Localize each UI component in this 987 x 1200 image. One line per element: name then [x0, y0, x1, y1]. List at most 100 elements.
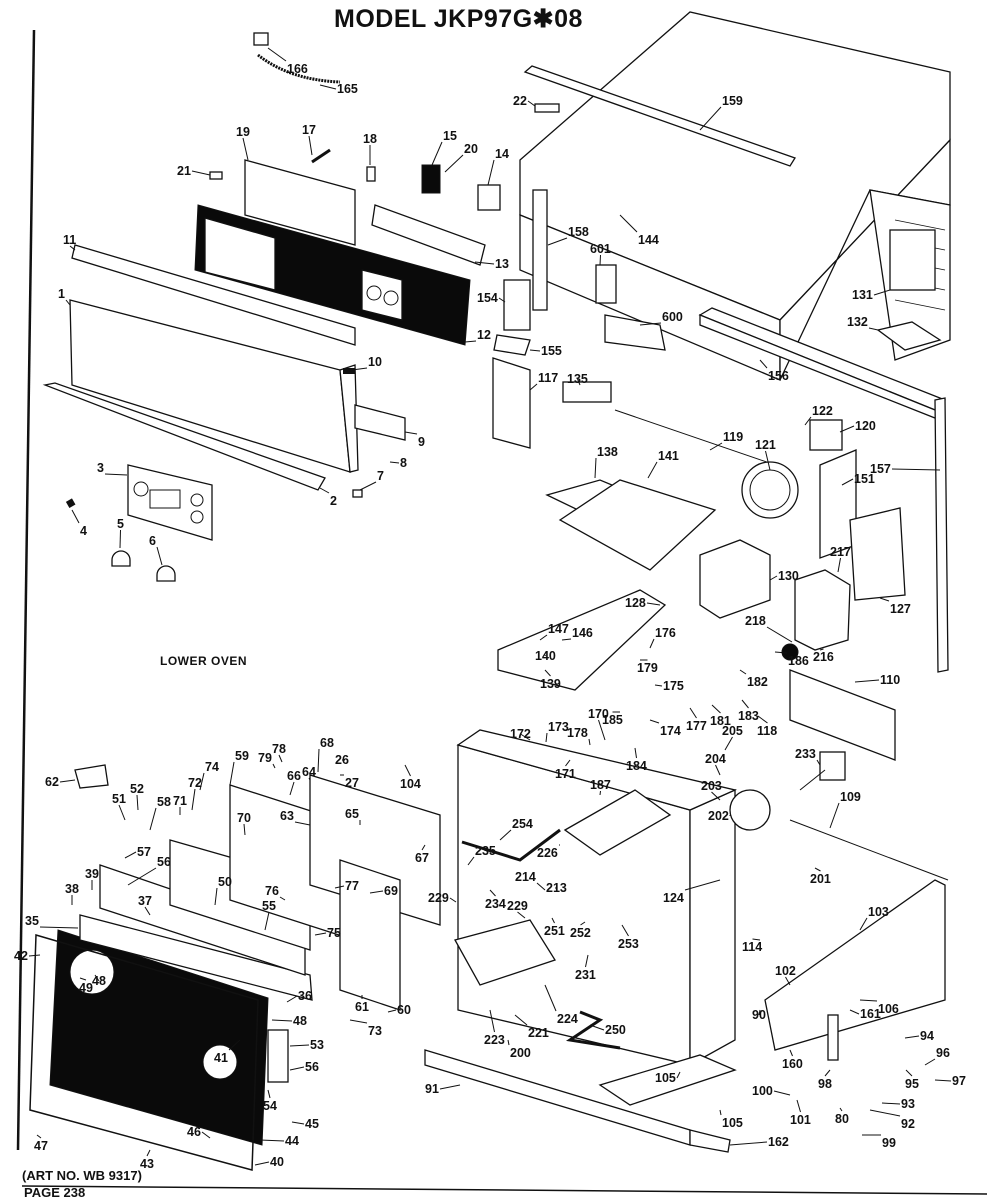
callout-leader-11: [69, 245, 76, 251]
callout-leader-103: [859, 917, 868, 931]
part-22: [534, 103, 560, 113]
callout-leader-75: [314, 932, 327, 936]
part-callout-128: 128: [625, 596, 646, 610]
callout-leader-233: [816, 759, 821, 766]
callout-leader-229: [449, 897, 457, 903]
part-callout-15: 15: [443, 129, 457, 143]
part-callout-37: 37: [138, 894, 152, 908]
callout-leader-67: [421, 844, 426, 851]
callout-leader-178: [588, 738, 591, 746]
control-panel-glass-12: [194, 204, 471, 346]
part-callout-91: 91: [425, 1082, 439, 1096]
part-callout-119: 119: [723, 430, 743, 444]
callout-leader-66: [289, 781, 295, 796]
part-callout-205: 205: [722, 724, 743, 738]
part-callout-53: 53: [310, 1038, 324, 1052]
fan-cover-202: [729, 789, 771, 831]
callout-leader-166: [267, 47, 287, 62]
part-callout-20: 20: [464, 142, 478, 156]
callout-leader-104: [404, 764, 411, 777]
callout-leader-109: [829, 802, 840, 829]
knob-6: [156, 565, 176, 582]
part-callout-110: 110: [880, 673, 900, 687]
callout-leader-77: [334, 885, 345, 889]
part-callout-165: 165: [337, 82, 358, 96]
callout-leader-63: [294, 821, 311, 826]
hinge-bracket-73: [339, 859, 401, 1011]
model-title: MODEL JKP97G✱08: [334, 5, 583, 33]
vent-131: [889, 229, 936, 291]
callout-leader-5: [119, 529, 121, 549]
callout-leader-45: [291, 1121, 305, 1125]
callout-leader-1: [65, 299, 71, 306]
callout-leader-223: [489, 1009, 495, 1033]
callout-leader-121: [765, 450, 771, 471]
callout-leader-177: [689, 707, 697, 719]
part-callout-98: 98: [818, 1077, 832, 1091]
part-callout-118: 118: [757, 724, 777, 738]
callout-leader-162: [729, 1141, 768, 1146]
part-callout-92: 92: [901, 1117, 915, 1131]
part-callout-202: 202: [708, 809, 729, 823]
part-callout-120: 120: [855, 419, 876, 433]
part-callout-36: 36: [298, 989, 312, 1003]
part-callout-217: 217: [830, 545, 851, 559]
part-callout-63: 63: [280, 809, 294, 823]
harness-165: [257, 53, 341, 84]
callout-leader-48: [94, 974, 100, 982]
part-callout-47: 47: [34, 1139, 48, 1153]
part-callout-56: 56: [305, 1060, 319, 1074]
callout-leader-158: [547, 237, 568, 246]
knob-5: [111, 550, 131, 567]
block-14: [477, 184, 501, 211]
part-callout-131: 131: [852, 288, 873, 302]
trim-strip-11: [71, 244, 356, 346]
callout-leader-200: [507, 1039, 510, 1046]
callout-leader-60: [387, 1009, 397, 1013]
part-callout-11: 11: [63, 233, 76, 247]
part-callout-185: 185: [602, 713, 623, 727]
part-callout-73: 73: [368, 1024, 382, 1038]
bracket-158: [532, 189, 548, 311]
callout-leader-127: [879, 597, 890, 602]
callout-leader-41: [228, 1039, 241, 1051]
callout-leader-7: [359, 481, 377, 491]
callout-leader-117: [529, 383, 538, 391]
callout-leader-92: [869, 1109, 901, 1117]
part-callout-54: 54: [263, 1099, 277, 1113]
part-callout-127: 127: [890, 602, 911, 616]
part-callout-157: 157: [870, 462, 891, 476]
part-callout-93: 93: [901, 1097, 915, 1111]
callout-leader-124: [684, 879, 721, 891]
callout-leader-52: [136, 794, 139, 811]
callout-leader-6: [156, 546, 163, 566]
callout-leader-128: [646, 602, 661, 606]
callout-leader-68: [317, 748, 320, 773]
callout-leader-22: [527, 100, 536, 107]
callout-leader-106: [859, 999, 878, 1002]
pan-140: [497, 589, 667, 691]
callout-leader-69: [369, 890, 384, 894]
panel-bracket-13: [371, 204, 486, 266]
part-callout-174: 174: [660, 724, 681, 738]
part-callout-50: 50: [218, 875, 232, 889]
panel-frame-19: [244, 159, 356, 246]
handle-cap-62: [74, 764, 109, 789]
part-callout-138: 138: [597, 445, 618, 459]
part-callout-43: 43: [140, 1157, 154, 1171]
door-handle-35: [79, 914, 313, 1001]
callout-leader-114: [752, 938, 761, 941]
callout-leader-17: [308, 135, 313, 156]
callout-leader-184: [634, 747, 637, 759]
callout-leader-70: [243, 823, 246, 836]
part-callout-95: 95: [905, 1077, 919, 1091]
callout-leader-49: [79, 977, 87, 981]
part-callout-26: 26: [335, 753, 349, 767]
callout-leader-216: [819, 648, 824, 651]
plate-53: [267, 1029, 289, 1083]
bracket-117: [492, 357, 531, 449]
callout-leader-13: [474, 261, 495, 265]
part-callout-3: 3: [97, 461, 104, 475]
part-callout-184: 184: [626, 759, 647, 773]
